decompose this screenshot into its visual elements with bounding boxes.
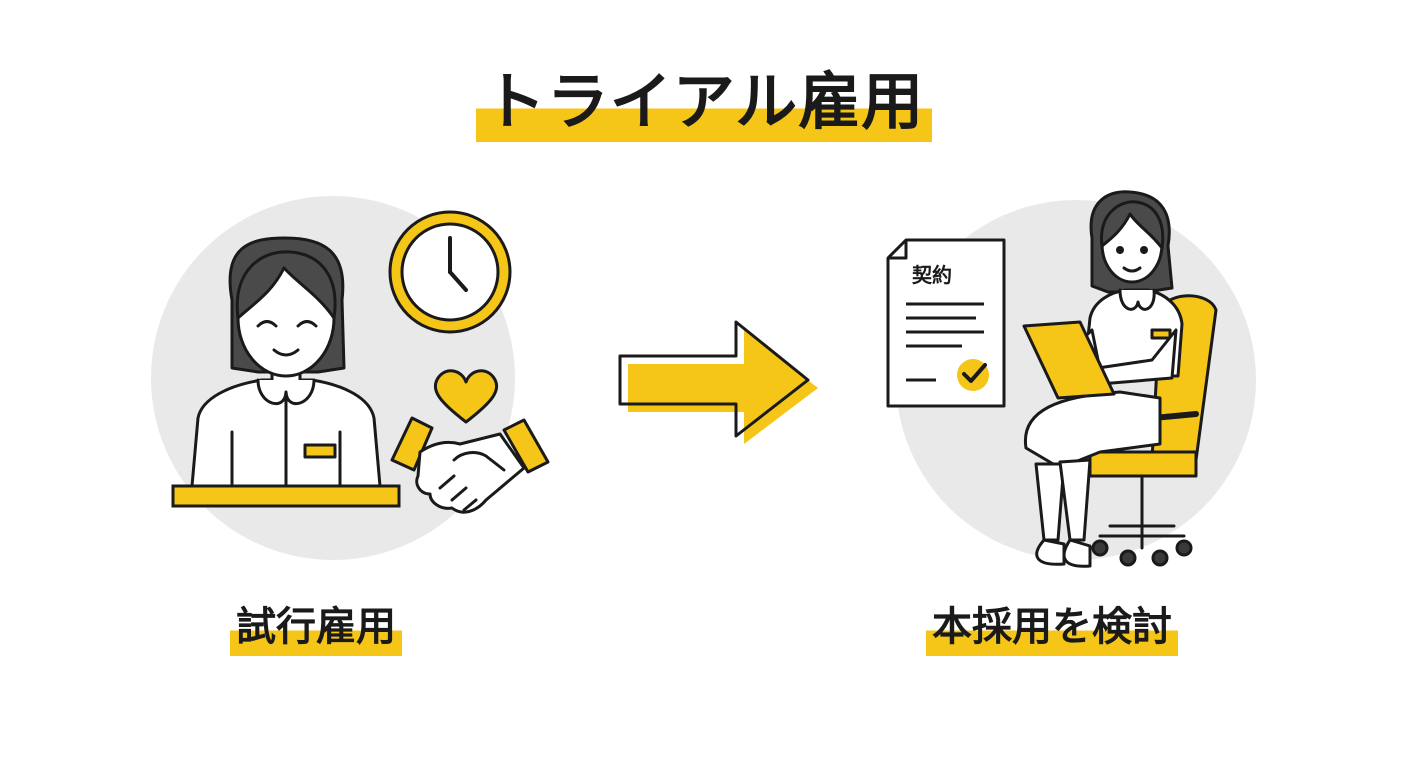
left-panel <box>151 196 550 560</box>
contract-document-icon <box>886 238 1006 408</box>
clipboard-icon <box>1022 320 1116 400</box>
name-badge <box>1150 328 1172 340</box>
right-caption: 本採用を検討 <box>926 598 1178 656</box>
handshake-icon <box>390 416 550 514</box>
heart-icon <box>433 369 499 424</box>
trial-employee-figure <box>190 236 382 488</box>
desk <box>171 484 401 508</box>
clock-icon <box>388 210 512 334</box>
arrow-right-icon <box>618 320 818 444</box>
name-badge <box>303 443 337 459</box>
contract-label: 契約 <box>911 263 952 287</box>
right-panel <box>886 190 1256 568</box>
checkmark-icon <box>957 359 989 391</box>
left-caption: 試行雇用 <box>230 598 402 656</box>
reviewing-employee-figure <box>1023 190 1184 568</box>
page-title: トライアル雇用 <box>475 62 933 142</box>
